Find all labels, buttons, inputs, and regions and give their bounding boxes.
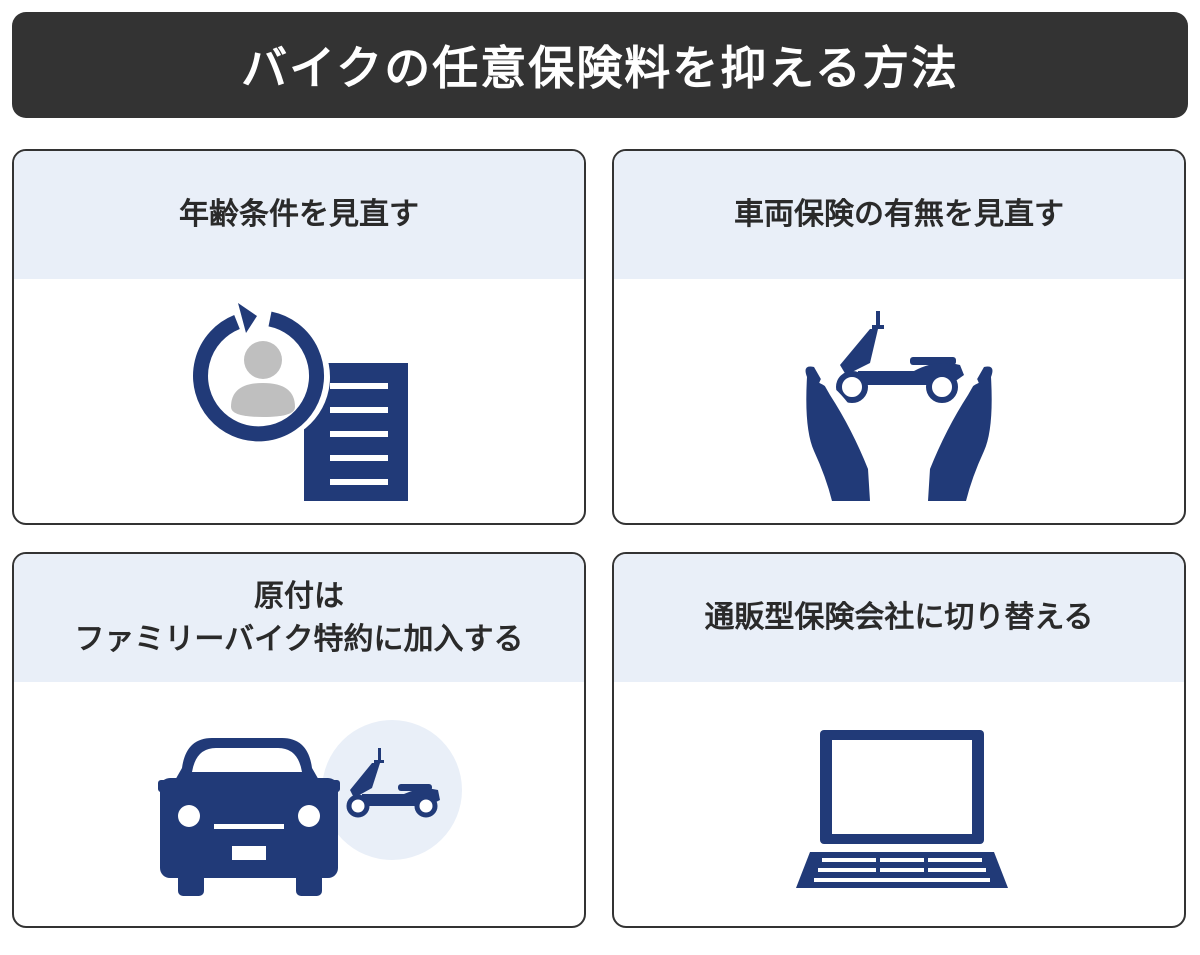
- age-reset-document-icon: [193, 303, 408, 501]
- card-title-line2: ファミリーバイク特約に加入する: [74, 622, 524, 657]
- card-header: 通販型保険会社に切り替える: [614, 554, 1184, 682]
- card-title: 車両保険の有無を見直す: [734, 197, 1064, 233]
- card-header: 車両保険の有無を見直す: [614, 151, 1184, 279]
- card-age-condition: 年齢条件を見直す: [12, 149, 586, 525]
- hands-holding-scooter-icon: [805, 311, 993, 501]
- card-online-insurer: 通販型保険会社に切り替える: [612, 552, 1186, 928]
- card-vehicle-insurance: 車両保険の有無を見直す: [612, 149, 1186, 525]
- card-header: 原付はファミリーバイク特約に加入する: [14, 554, 584, 682]
- card-title: 通販型保険会社に切り替える: [704, 600, 1094, 636]
- title-banner: バイクの任意保険料を抑える方法: [12, 12, 1188, 118]
- card-title-line1: 原付は: [253, 578, 344, 614]
- card-family-bike-rider: 原付はファミリーバイク特約に加入する: [12, 552, 586, 928]
- card-header: 年齢条件を見直す: [14, 151, 584, 279]
- card-illustration: [614, 682, 1184, 926]
- card-illustration: [614, 279, 1184, 523]
- card-illustration: [14, 682, 584, 926]
- page-title: バイクの任意保険料を抑える方法: [241, 41, 959, 95]
- car-with-scooter-icon: [158, 720, 462, 896]
- laptop-icon: [796, 730, 1008, 888]
- card-illustration: [14, 279, 584, 523]
- card-title: 年齢条件を見直す: [179, 197, 419, 233]
- card-title: 原付はファミリーバイク特約に加入する: [74, 575, 523, 662]
